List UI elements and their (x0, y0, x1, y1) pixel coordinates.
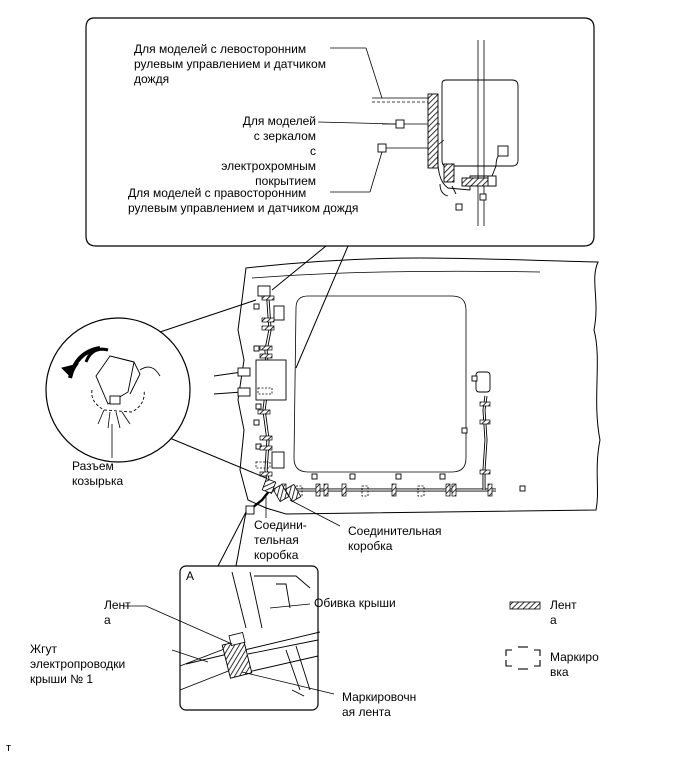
junction-leaders (265, 496, 341, 527)
roof-outline (237, 257, 601, 515)
harness-clips (237, 285, 526, 515)
label-roof-harness: Жгут электропроводки крыши № 1 (30, 642, 126, 686)
harness-marking-tapes (255, 387, 425, 497)
label-rhd-rain-sensor: Для моделей с правосторонним рулевым упр… (128, 186, 359, 215)
detail-leaders (124, 603, 335, 695)
top-callout (85, 17, 595, 369)
label-junction-box-right: Соединительная коробка (348, 524, 442, 553)
roof-inner-edge (251, 270, 541, 279)
detail-a (124, 511, 335, 711)
junction-box-cluster (261, 478, 302, 503)
label-headliner: Обивка крыши (314, 596, 396, 610)
detail-a-letter: A (186, 569, 195, 583)
label-junction-box-left: Соедини- тельная коробка (254, 518, 307, 562)
roof-panel (237, 257, 601, 515)
label-visor-connector: Разъем козырька (72, 459, 124, 488)
legend-marking-label: Маркиро вка (550, 650, 599, 679)
detail-a-frame (179, 565, 319, 711)
legend-tape-label: Лент а (550, 598, 577, 627)
legend-tape-swatch (509, 601, 541, 610)
mirror-mount-detail (372, 40, 519, 226)
sunroof-opening (293, 295, 467, 473)
label-detail-tape: Лент а (104, 598, 131, 627)
label-lhd-rain-sensor: Для моделей с левосторонним рулевым упра… (134, 42, 326, 86)
footer-mark: т (6, 742, 12, 754)
legend-marking-symbol (505, 646, 541, 670)
harness-tape-wraps (257, 295, 493, 497)
callout-leader-lines (317, 47, 397, 193)
visor-circle-callout (45, 299, 267, 479)
label-ec-mirror: Для моделей с зеркалом с электрохромным … (221, 114, 316, 188)
label-marking-tape: Маркировочн ая лента (342, 690, 417, 719)
detail-harness (185, 631, 321, 665)
legend (505, 601, 541, 670)
callout-frame (85, 17, 595, 247)
detail-marking-tape (228, 631, 246, 647)
